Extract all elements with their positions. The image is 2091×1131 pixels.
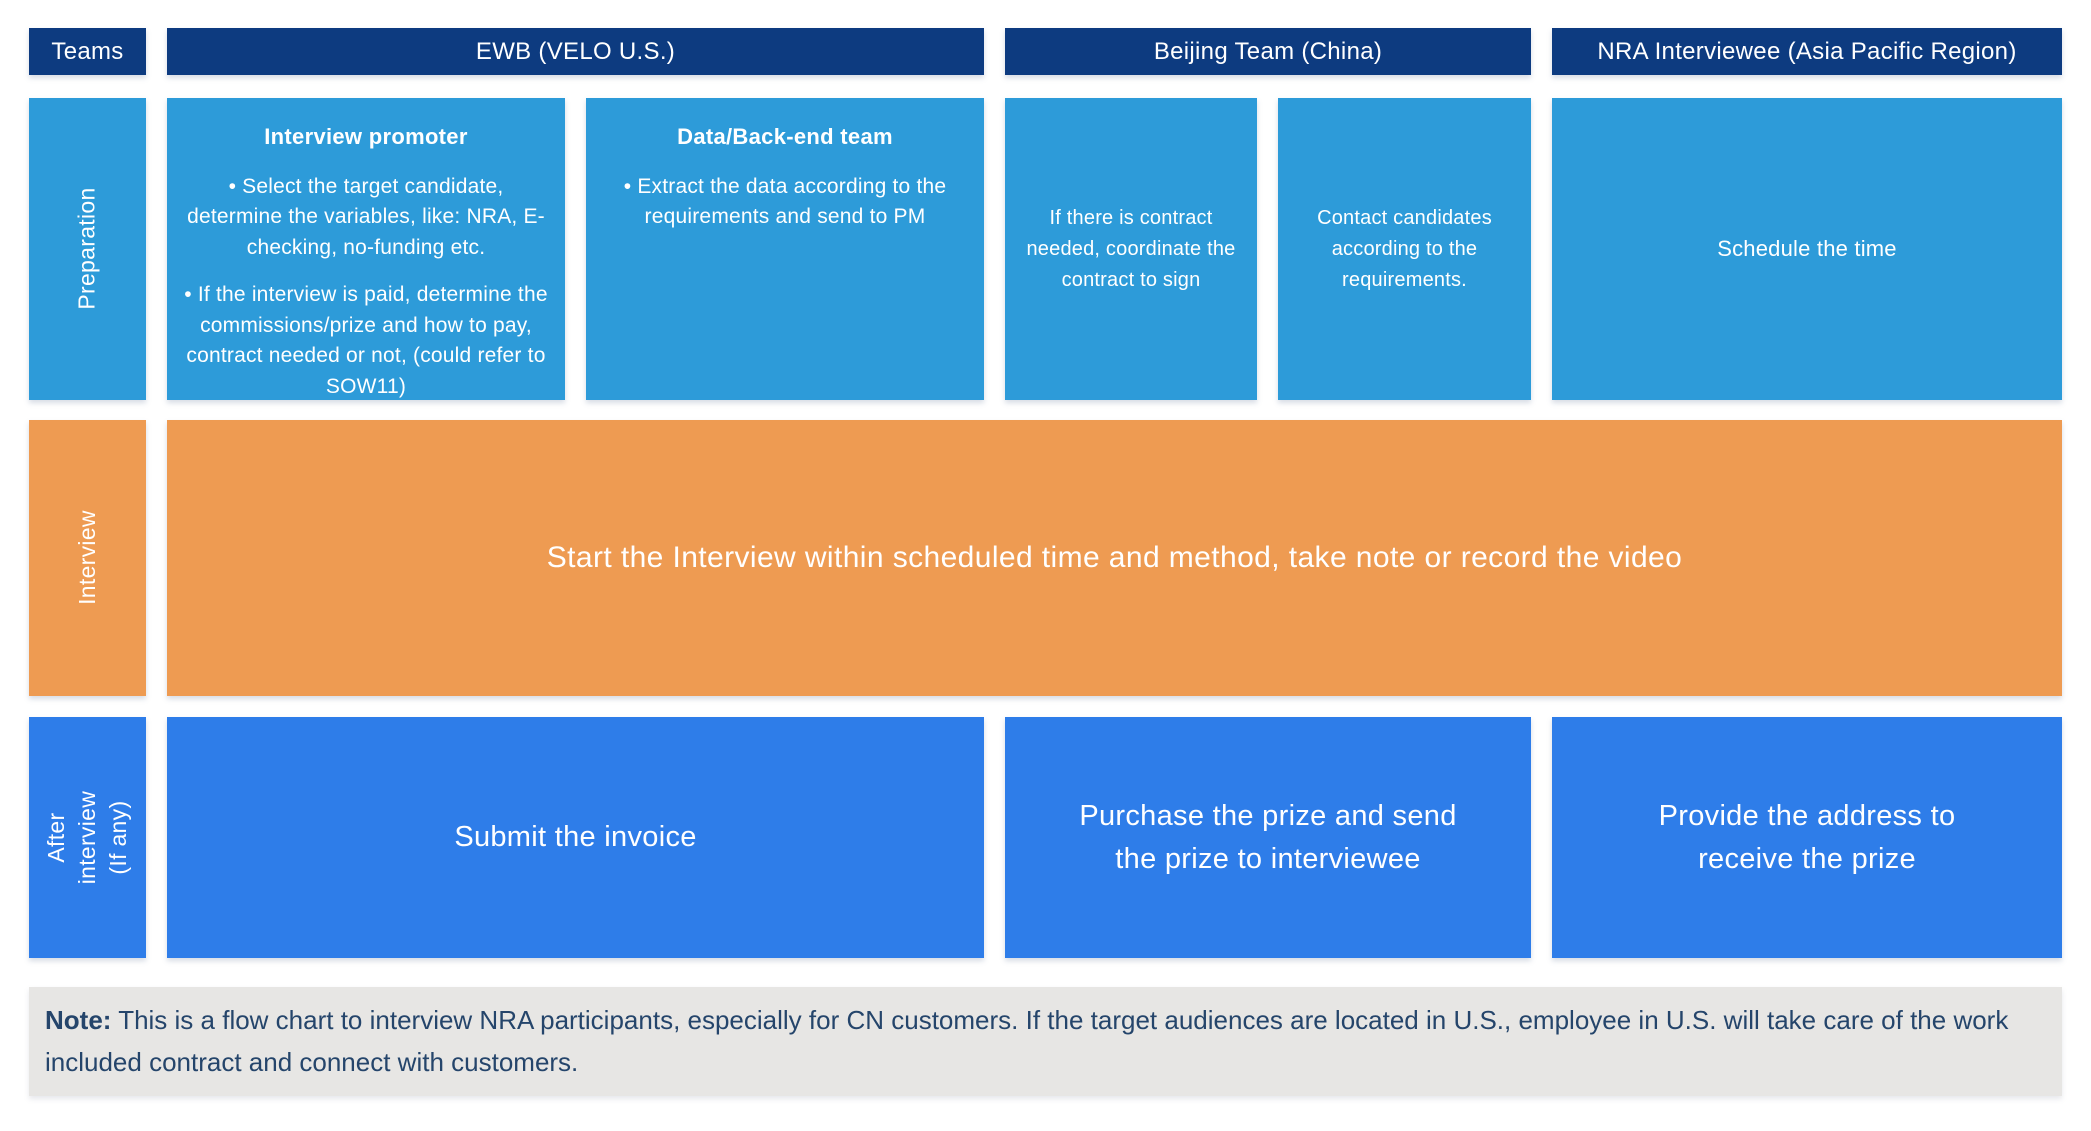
row-label-interview: Interview [29,420,146,696]
bullet-item: Select the target candidate, determine t… [181,172,551,263]
interview-promoter-title: Interview promoter [264,124,468,149]
cell-coordinate-contract: If there is contract needed, coordinate … [1005,98,1257,400]
row-label-interview-text: Interview [73,510,100,606]
cell-schedule-time: Schedule the time [1552,98,2062,400]
row-label-preparation-text: Preparation [73,187,100,311]
cell-data-backend-team: Data/Back-end team Extract the data acco… [586,98,984,400]
coordinate-contract-text: If there is contract needed, coordinate … [1026,206,1236,291]
column-header-beijing-team: Beijing Team (China) [1005,28,1531,75]
data-backend-title: Data/Back-end team [677,124,893,149]
purchase-prize-text: Purchase the prize and send the prize to… [1079,800,1457,875]
note-text: This is a flow chart to interview NRA pa… [45,1005,2009,1077]
cell-contact-candidates: Contact candidates according to the requ… [1278,98,1531,400]
column-header-nra-interviewee: NRA Interviewee (Asia Pacific Region) [1552,28,2062,75]
note-prefix: Note: [45,1005,112,1035]
teams-header: Teams [29,28,146,75]
cell-purchase-prize: Purchase the prize and send the prize to… [1005,717,1531,958]
column-header-ewb: EWB (VELO U.S.) [167,28,984,75]
row-label-after-interview: After interview (If any) [29,717,146,958]
cell-provide-address: Provide the address to receive the prize [1552,717,2062,958]
data-backend-bullets: Extract the data according to the requir… [586,172,984,233]
cell-submit-invoice: Submit the invoice [167,717,984,958]
cell-start-interview: Start the Interview within scheduled tim… [167,420,2062,696]
schedule-time-text: Schedule the time [1717,235,1897,261]
provide-address-text: Provide the address to receive the prize [1658,800,1956,875]
row-label-preparation: Preparation [29,98,146,400]
contact-candidates-text: Contact candidates according to the requ… [1317,206,1492,291]
submit-invoice-text: Submit the invoice [454,821,697,854]
note-banner: Note: This is a flow chart to interview … [29,987,2062,1096]
bullet-item: Extract the data according to the requir… [600,172,970,233]
cell-interview-promoter: Interview promoter Select the target can… [167,98,565,400]
bullet-item: If the interview is paid, determine the … [181,280,551,402]
row-label-after-interview-text: After interview (If any) [42,790,132,885]
interview-promoter-bullets: Select the target candidate, determine t… [167,172,565,402]
